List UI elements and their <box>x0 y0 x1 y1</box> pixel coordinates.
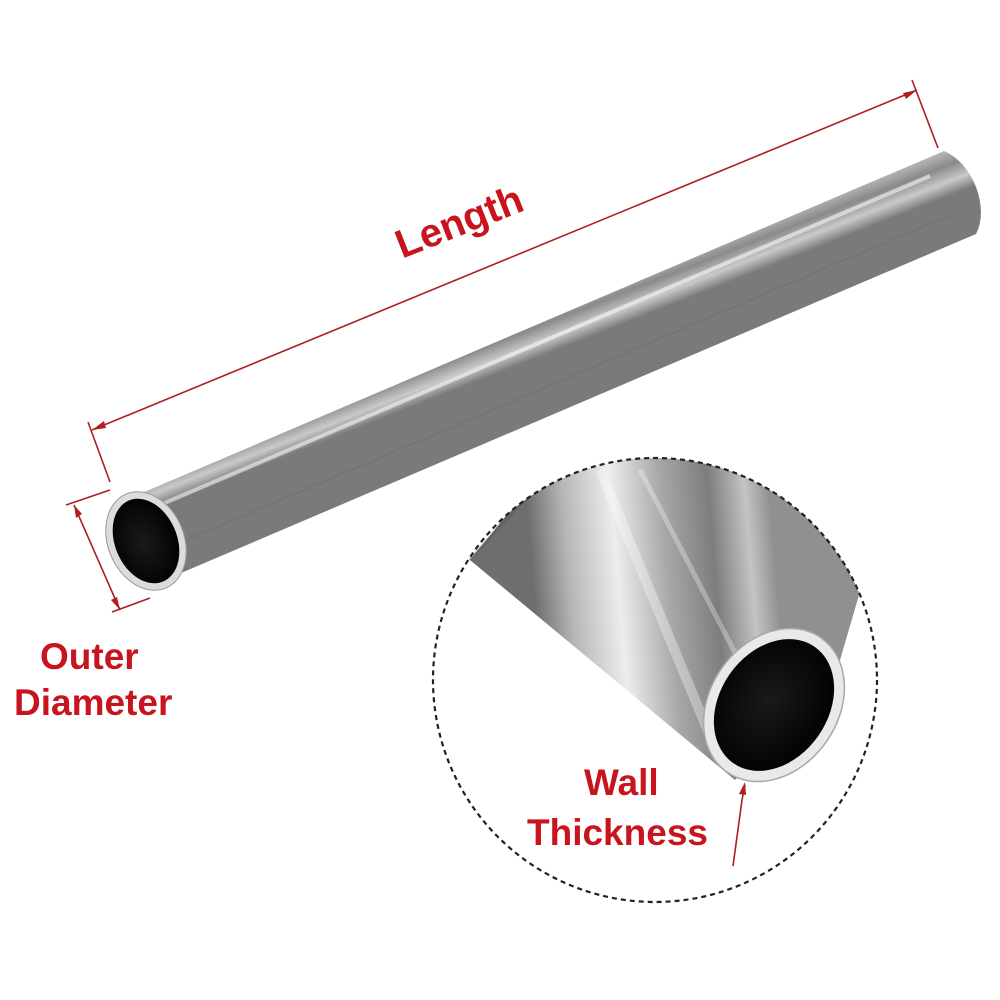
outer-diameter-label-line1: Outer <box>40 636 139 677</box>
outer-diameter-dimension <box>65 489 151 613</box>
length-dimension <box>87 79 939 483</box>
zoom-dashed-circle <box>431 456 879 904</box>
wall-thickness-leader <box>732 782 746 867</box>
wall-thickness-label-line2: Thickness <box>527 812 708 853</box>
wall-thickness-label-line1: Wall <box>584 762 659 803</box>
outer-diameter-label-line2: Diameter <box>14 682 173 723</box>
metal-tube <box>105 151 981 591</box>
